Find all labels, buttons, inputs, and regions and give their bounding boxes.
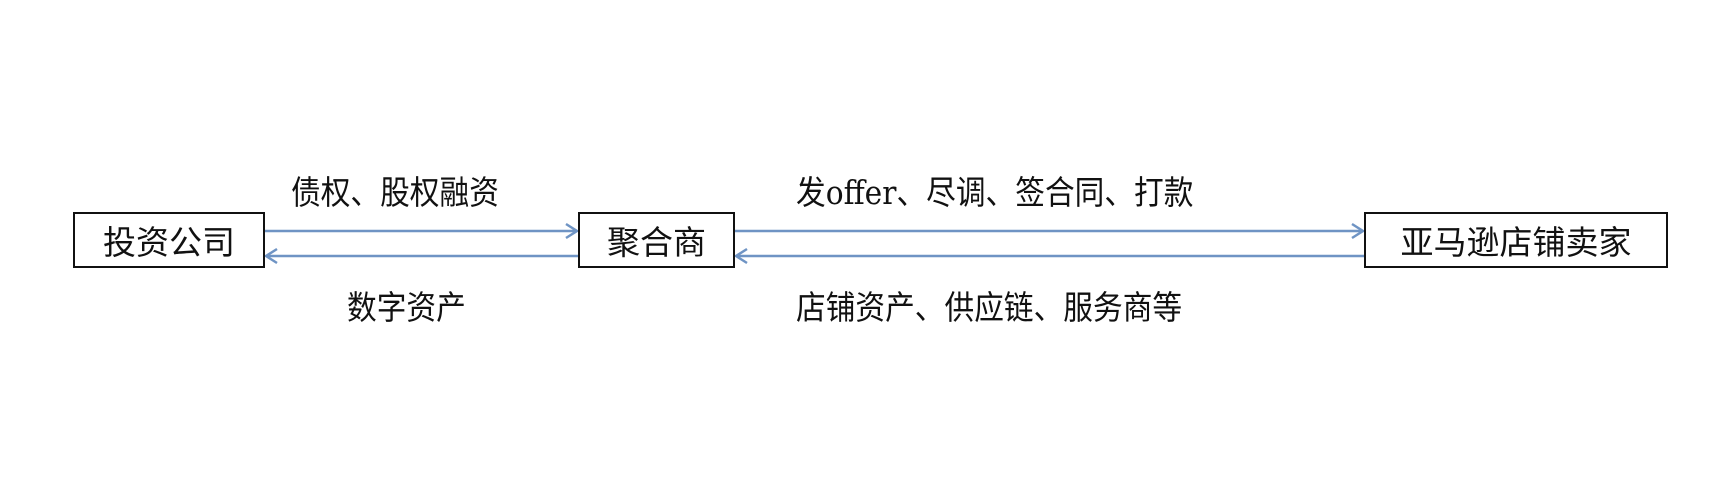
node-aggregator: 聚合商: [578, 212, 735, 268]
node-seller: 亚马逊店铺卖家: [1364, 212, 1668, 268]
arrow-aggregator-to-investor: [263, 247, 578, 265]
edge-label-store-assets: 店铺资产、供应链、服务商等: [796, 288, 1183, 327]
node-investor: 投资公司: [73, 212, 265, 268]
edge-label-offer-process: 发offer、尽调、签合同、打款: [796, 173, 1194, 212]
edge-label-digital-assets: 数字资产: [347, 288, 466, 327]
arrow-aggregator-to-seller: [735, 222, 1366, 240]
edge-label-financing: 债权、股权融资: [291, 173, 499, 212]
arrow-investor-to-aggregator: [265, 222, 580, 240]
arrow-seller-to-aggregator: [733, 247, 1364, 265]
